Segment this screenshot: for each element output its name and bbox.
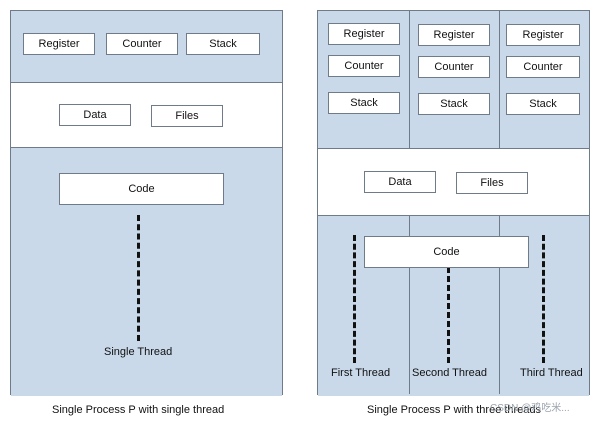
col3-register-box: Register <box>506 24 580 46</box>
col2-counter-box: Counter <box>418 56 490 78</box>
single-thread-process-diagram: Register Counter Stack Data Files Code S… <box>10 10 283 396</box>
col1-counter-box: Counter <box>328 55 400 77</box>
right-col-separator-2-top <box>499 11 500 148</box>
right-divider-bottom <box>318 215 589 216</box>
col2-register-box: Register <box>418 24 490 46</box>
right-code-box: Code <box>364 236 529 268</box>
right-col-separator-2-bottom <box>499 215 500 394</box>
first-thread-line <box>353 235 356 363</box>
third-thread-line <box>542 235 545 363</box>
left-data-box: Data <box>59 104 131 126</box>
left-divider-bottom <box>11 147 282 148</box>
single-thread-label: Single Thread <box>104 346 173 358</box>
second-thread-label: Second Thread <box>412 367 488 379</box>
right-caption: Single Process P with three threads <box>367 404 542 416</box>
right-divider-top <box>318 148 589 149</box>
third-thread-label: Third Thread <box>520 367 583 379</box>
right-data-box: Data <box>364 171 436 193</box>
left-register-box: Register <box>23 33 95 55</box>
multi-thread-process-diagram: Register Counter Stack Register Counter … <box>317 10 590 396</box>
col2-stack-box: Stack <box>418 93 490 115</box>
watermark: CSDN @鸡吃米... <box>490 403 570 414</box>
single-thread-line <box>137 215 140 341</box>
left-data-section <box>11 82 282 147</box>
col1-register-box: Register <box>328 23 400 45</box>
right-files-box: Files <box>456 172 528 194</box>
left-code-box: Code <box>59 173 224 205</box>
left-counter-box: Counter <box>106 33 178 55</box>
second-thread-line <box>447 267 450 363</box>
left-files-box: Files <box>151 105 223 127</box>
col3-counter-box: Counter <box>506 56 580 78</box>
right-data-section <box>318 148 589 215</box>
right-col-separator-1-bottom <box>409 215 410 394</box>
left-caption: Single Process P with single thread <box>52 404 225 416</box>
left-stack-box: Stack <box>186 33 260 55</box>
first-thread-label: First Thread <box>331 367 391 379</box>
right-col-separator-1-top <box>409 11 410 148</box>
left-divider-top <box>11 82 282 83</box>
col1-stack-box: Stack <box>328 92 400 114</box>
col3-stack-box: Stack <box>506 93 580 115</box>
